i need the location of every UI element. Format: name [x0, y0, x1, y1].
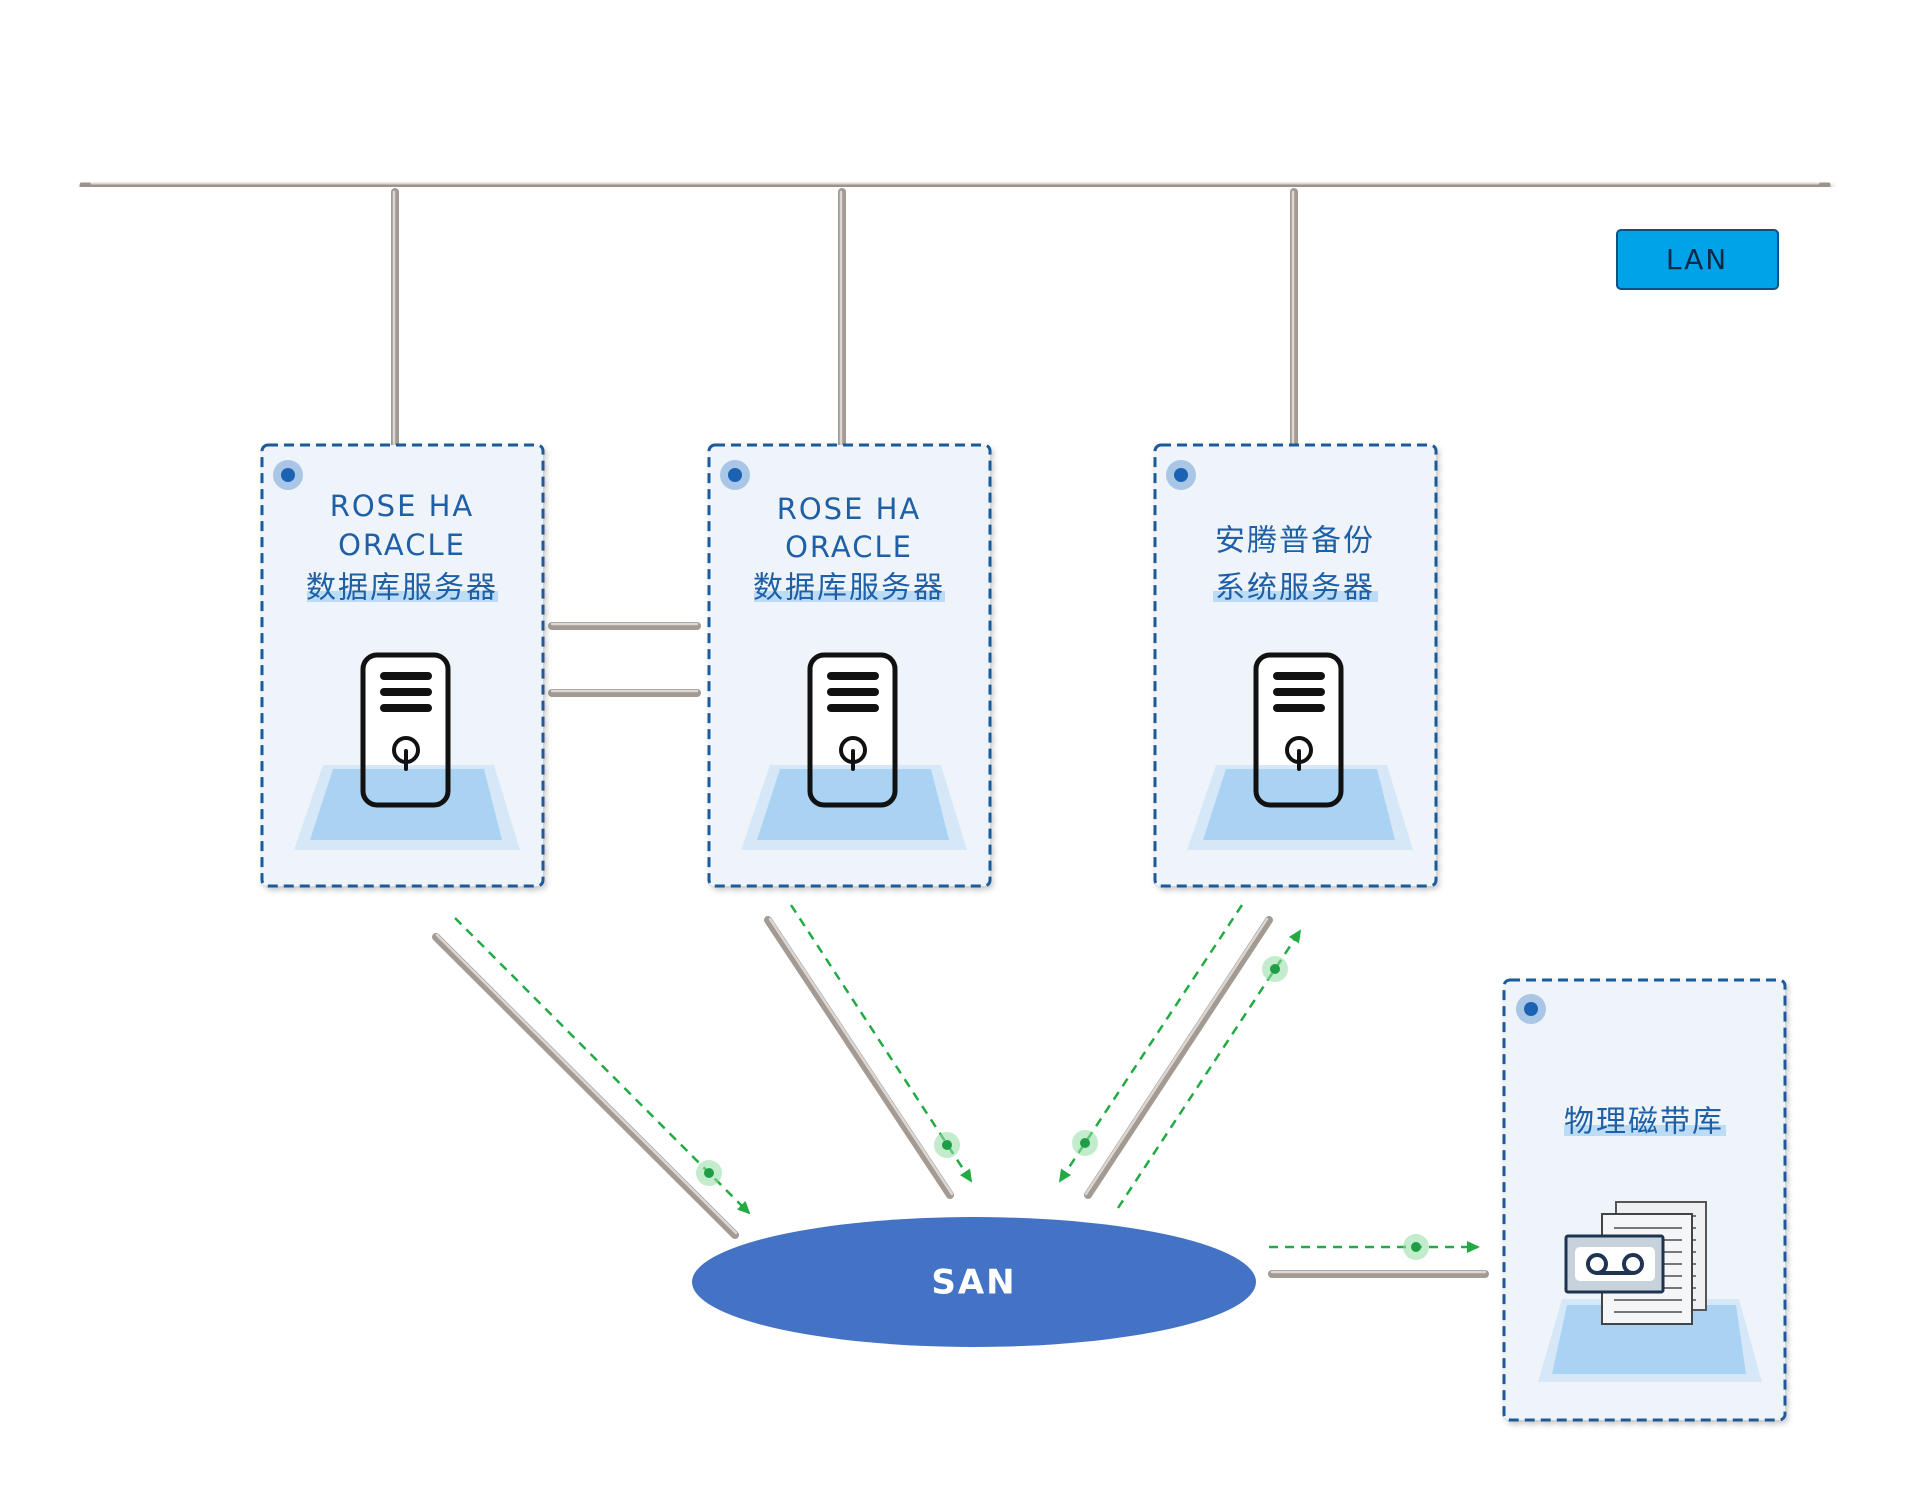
node-label-line-2: ORACLE [338, 528, 466, 562]
san-link-node-2 [764, 916, 954, 1199]
node-rose-ha-oracle-2: ROSE HA ORACLE 数据库服务器 [707, 443, 992, 888]
ha-heartbeat-link-1 [548, 622, 701, 630]
data-flow-arrow-san-to-backup [1116, 929, 1302, 1209]
san-link-backup-server [1084, 916, 1273, 1199]
node-label-line-1: ROSE HA [330, 489, 475, 523]
label-highlight [307, 591, 498, 602]
san-fabric: SAN [692, 1217, 1256, 1347]
data-flow-arrow-node-1-to-san [454, 917, 751, 1215]
status-dot-icon [273, 460, 303, 490]
lan-label: LAN [1666, 243, 1728, 276]
ha-heartbeat-link-2 [548, 689, 701, 697]
san-ellipse [692, 1217, 1256, 1347]
node-label-line-1: ROSE HA [777, 492, 922, 526]
node-rose-ha-oracle-1: ROSE HA ORACLE 数据库服务器 [260, 443, 545, 888]
lan-bus [79, 179, 1831, 193]
node-backup-server: 安腾普备份 系统服务器 [1153, 443, 1438, 888]
node-label-line-3: 数据库服务器 [753, 571, 945, 606]
node-tape-library: 物理磁带库 [1502, 978, 1787, 1422]
node-label-line-2: ORACLE [785, 530, 913, 564]
server-icon [741, 652, 967, 850]
node-label-line-1: 物理磁带库 [1564, 1105, 1724, 1140]
node-label-line-3: 数据库服务器 [306, 571, 498, 606]
status-dot-icon [1516, 994, 1546, 1024]
label-highlight [1564, 1125, 1726, 1136]
tape-cassette-icon [1564, 1234, 1665, 1294]
tape-library-icon [1564, 1201, 1707, 1325]
tape-library-platform [1538, 1299, 1762, 1382]
lan-badge-box [1616, 229, 1779, 290]
san-link-tape-library [1268, 1270, 1489, 1278]
data-flow-arrow-backup-to-san [1058, 904, 1244, 1183]
status-dot-icon [1166, 460, 1196, 490]
lan-drop-1 [391, 188, 399, 449]
label-highlight [754, 591, 945, 602]
label-highlight [1213, 591, 1378, 602]
status-dot-icon [720, 460, 750, 490]
data-flow-arrow-san-to-tape [1269, 1234, 1480, 1260]
node-label-line-1: 安腾普备份 [1215, 524, 1375, 559]
lan-drop-3 [1290, 188, 1298, 449]
san-link-node-1 [432, 933, 739, 1239]
server-icon [1187, 652, 1413, 850]
server-icon [294, 652, 520, 850]
lan-badge: LAN [1616, 229, 1779, 290]
data-flow-arrow-node-2-to-san [789, 904, 973, 1183]
san-label: SAN [931, 1263, 1016, 1303]
lan-drop-2 [838, 188, 846, 449]
node-label-line-2: 系统服务器 [1215, 571, 1375, 606]
